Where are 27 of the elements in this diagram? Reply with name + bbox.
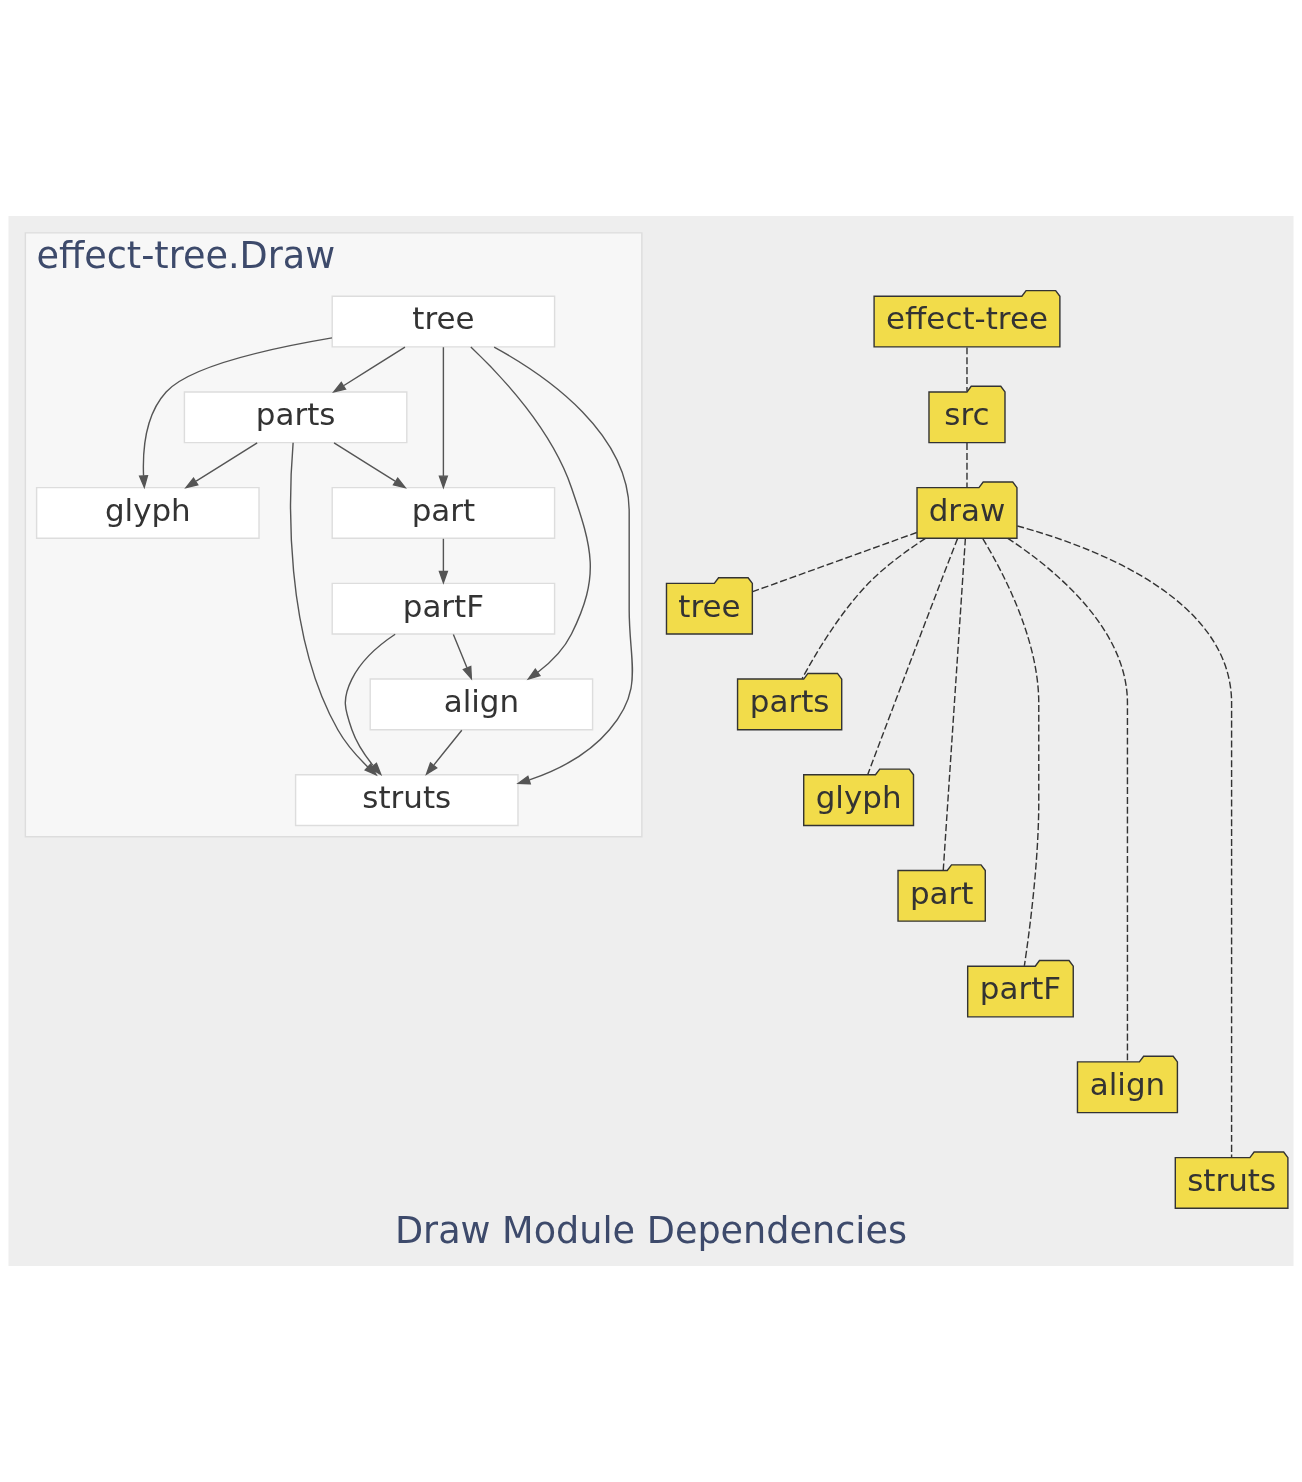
arrow: [332, 346, 406, 393]
connector: [942, 538, 967, 871]
connector: [982, 538, 1040, 967]
connector: [801, 537, 927, 680]
arrow: [470, 346, 591, 681]
connector: [966, 346, 968, 392]
arrow: [138, 337, 333, 490]
node-box: partF: [331, 582, 556, 635]
connector: [752, 531, 918, 593]
node-box: glyph: [35, 486, 260, 540]
connector: [867, 537, 959, 775]
connector: [1007, 537, 1129, 1063]
connector: [1016, 525, 1233, 1158]
arrow: [438, 538, 449, 585]
node-box: tree: [331, 295, 556, 348]
arrow: [425, 729, 463, 776]
arrow: [184, 442, 258, 489]
connector: [966, 442, 968, 488]
arrow: [438, 346, 449, 490]
arrow: [333, 442, 407, 489]
node-box: parts: [183, 391, 408, 444]
node-box: part: [331, 486, 556, 540]
node-box: align: [369, 678, 594, 731]
arrow: [452, 633, 473, 681]
node-box: struts: [294, 774, 519, 827]
caption: Draw Module Dependencies: [394, 1209, 908, 1253]
arrow: [493, 346, 634, 785]
